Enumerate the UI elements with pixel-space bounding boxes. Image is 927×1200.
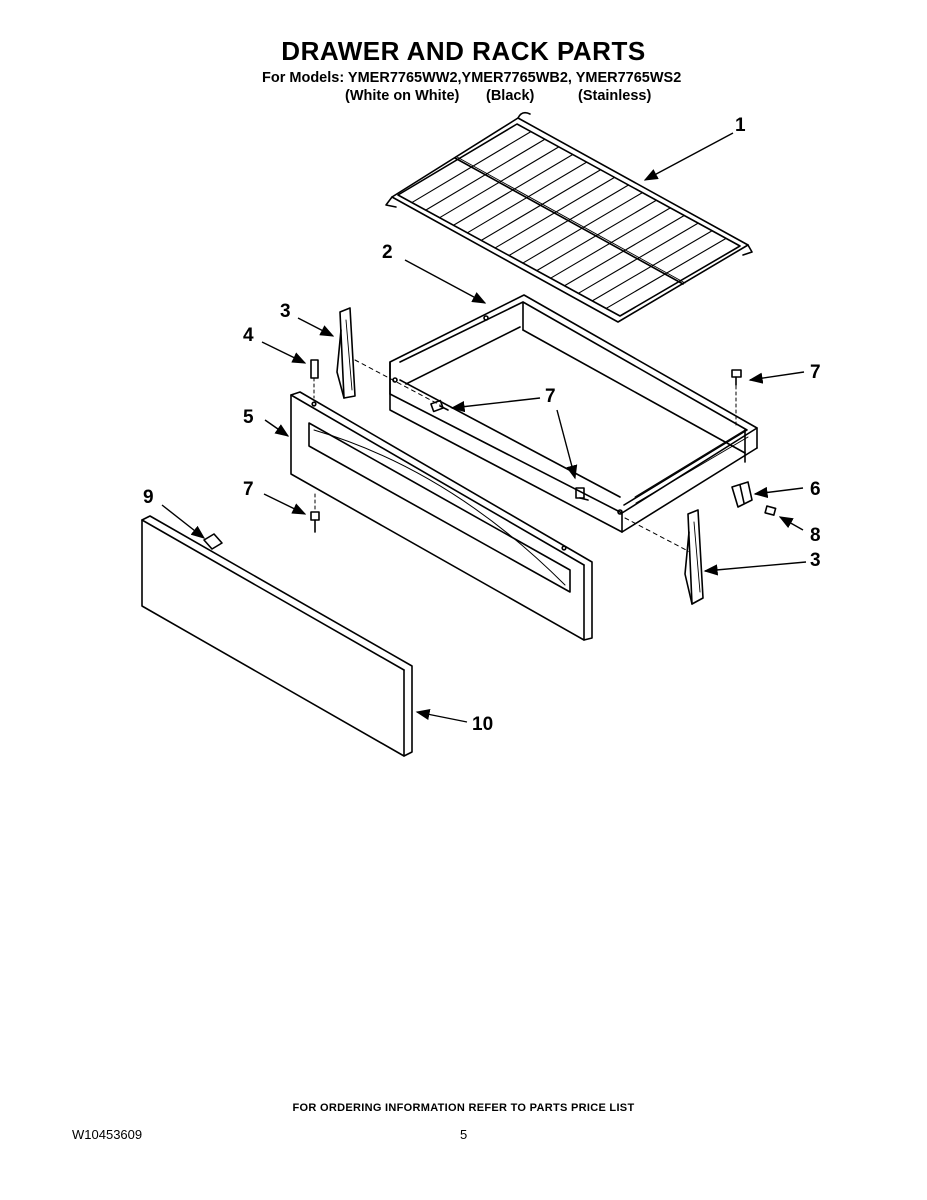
callout-7-center: 7 bbox=[545, 386, 556, 407]
screw-lower bbox=[575, 487, 589, 501]
slide-right bbox=[684, 509, 704, 605]
clip bbox=[203, 533, 223, 550]
callout-3-right: 3 bbox=[810, 550, 821, 571]
callout-10: 10 bbox=[472, 714, 493, 735]
callout-4: 4 bbox=[243, 325, 254, 346]
page-number: 5 bbox=[460, 1127, 468, 1142]
callout-6: 6 bbox=[810, 479, 821, 500]
stud-bolt bbox=[310, 359, 319, 399]
screw-small bbox=[764, 505, 777, 516]
bracket bbox=[731, 481, 753, 508]
callout-5: 5 bbox=[243, 407, 254, 428]
exploded-parts-diagram: 1 2 3 4 5 7 7 7 6 8 3 9 10 bbox=[141, 111, 821, 757]
variant-white: (White on White) bbox=[345, 88, 460, 104]
drawer-front-panel bbox=[141, 515, 413, 757]
screw-panel bbox=[310, 493, 320, 533]
screw-right bbox=[731, 369, 742, 427]
callout-7-lower: 7 bbox=[243, 479, 254, 500]
document-number: W10453609 bbox=[72, 1127, 143, 1142]
ordering-note: FOR ORDERING INFORMATION REFER TO PARTS … bbox=[292, 1102, 635, 1114]
drawer-body bbox=[389, 294, 758, 533]
screw-center bbox=[430, 399, 449, 413]
callout-7-right: 7 bbox=[810, 362, 821, 383]
callout-8: 8 bbox=[810, 525, 821, 546]
callout-3-left: 3 bbox=[280, 301, 291, 322]
oven-rack bbox=[385, 111, 753, 323]
slide-left bbox=[336, 307, 356, 399]
models-line: For Models: YMER7765WW2,YMER7765WB2, YME… bbox=[262, 70, 682, 86]
callout-1: 1 bbox=[735, 115, 746, 136]
variant-stainless: (Stainless) bbox=[578, 88, 652, 104]
callout-2: 2 bbox=[382, 242, 393, 263]
drawer-inner-panel bbox=[290, 391, 593, 641]
callout-9: 9 bbox=[143, 487, 154, 508]
variant-black: (Black) bbox=[486, 88, 535, 104]
page-title: DRAWER AND RACK PARTS bbox=[281, 36, 646, 66]
